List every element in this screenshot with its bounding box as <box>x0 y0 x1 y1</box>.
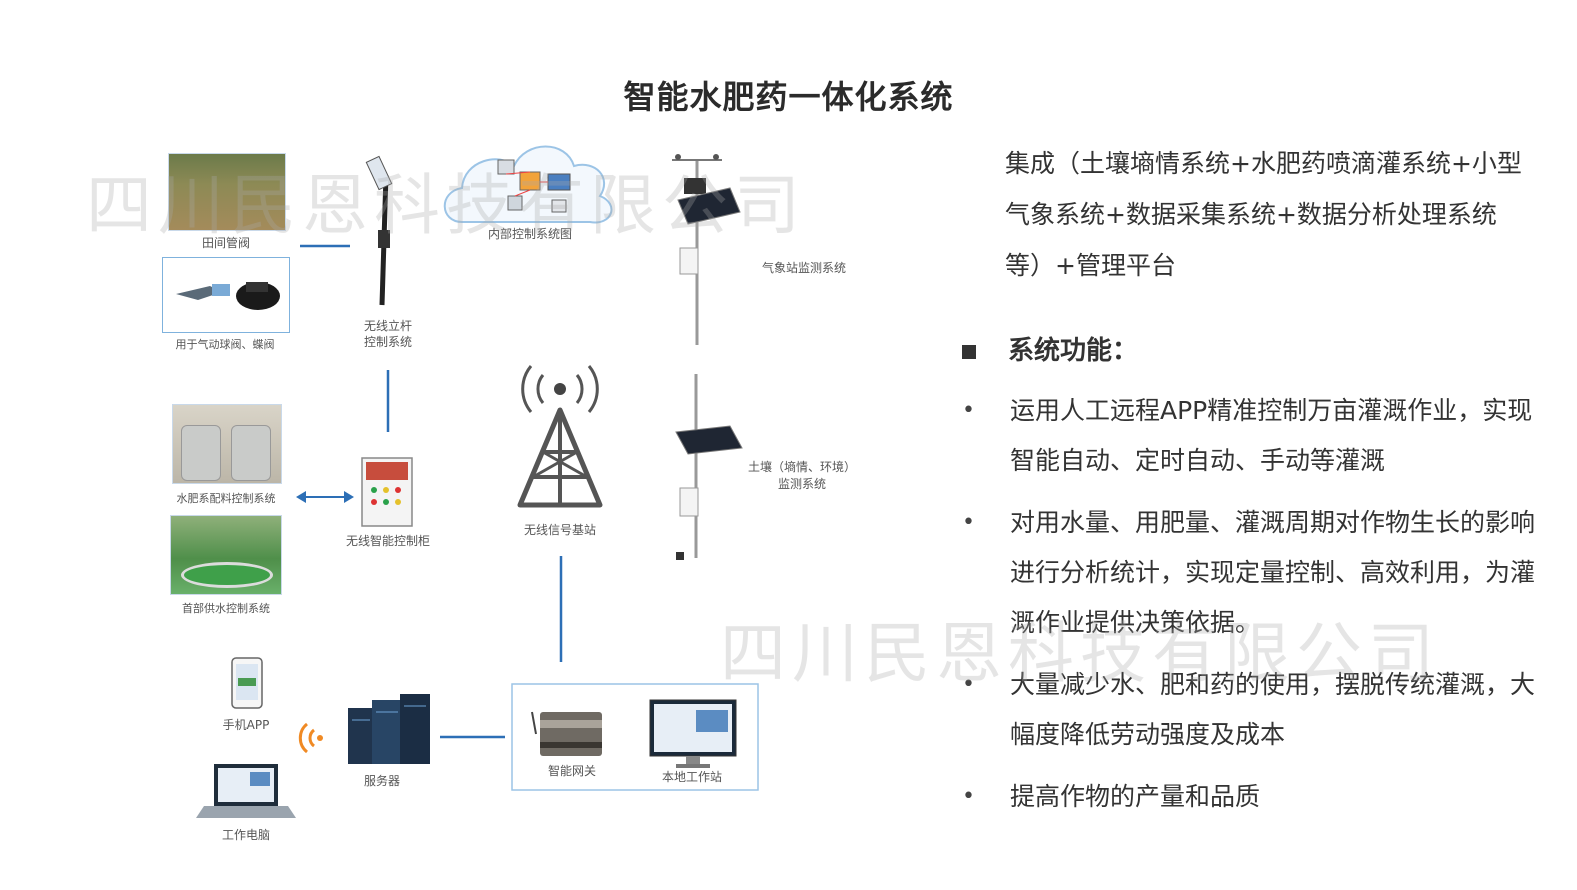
function-item: • 对用水量、用肥量、灌溉周期对作物生长的影响进行分析统计，实现定量控制、高效利… <box>962 498 1542 648</box>
system-intro: 集成（土壤墒情系统+水肥药喷滴灌系统+小型气象系统+数据采集系统+数据分析处理系… <box>1005 149 1522 280</box>
label-weather-station: 气象站监测系统 <box>761 261 846 275</box>
label-source-water: 首部供水控制系统 <box>182 602 270 615</box>
gateway-icon <box>531 711 602 756</box>
label-work-pc: 工作电脑 <box>221 828 270 842</box>
fertilizer-tanks-photo <box>172 404 282 484</box>
control-cabinet-icon <box>361 457 413 527</box>
label-valve-device: 用于气动球阀、蝶阀 <box>175 338 275 351</box>
bullet-dot-icon: • <box>962 672 975 697</box>
function-text: 提高作物的产量和品质 <box>1010 782 1261 811</box>
function-item: • 大量减少水、肥和药的使用，摆脱传统灌溉，大幅度降低劳动强度及成本 <box>962 660 1542 760</box>
function-text: 对用水量、用肥量、灌溉周期对作物生长的影响进行分析统计，实现定量控制、高效利用，… <box>1010 508 1536 637</box>
label-field-valve: 田间管阀 <box>201 236 250 250</box>
function-text: 运用人工远程APP精准控制万亩灌溉作业，实现智能自动、定时自动、手动等灌溉 <box>1010 396 1533 475</box>
signal-tower-icon <box>517 365 603 508</box>
square-bullet-icon <box>962 344 976 359</box>
functions-list: • 运用人工远程APP精准控制万亩灌溉作业，实现智能自动、定时自动、手动等灌溉 … <box>962 386 1542 834</box>
field-valve-photo <box>168 153 286 231</box>
bullet-dot-icon: • <box>962 510 975 535</box>
function-item: • 运用人工远程APP精准控制万亩灌溉作业，实现智能自动、定时自动、手动等灌溉 <box>962 386 1542 486</box>
laptop-icon <box>196 764 296 818</box>
workstation-icon <box>649 699 737 768</box>
label-wireless-pole: 无线立杆 控制系统 <box>363 319 412 349</box>
bullet-dot-icon: • <box>962 398 975 423</box>
valve-device-frame <box>162 257 290 333</box>
label-phone-app: 手机APP <box>222 718 270 732</box>
label-gateway: 智能网关 <box>547 764 596 778</box>
cloud-internal-control <box>443 145 613 224</box>
bullet-dot-icon: • <box>962 784 975 809</box>
functions-heading: 系统功能： <box>962 330 1138 367</box>
valve-tools-icon <box>176 282 280 310</box>
phone-icon <box>231 657 263 709</box>
label-workstation: 本地工作站 <box>661 770 722 784</box>
label-cabinet: 无线智能控制柜 <box>345 534 430 548</box>
weather-station <box>672 154 741 345</box>
soil-station <box>675 374 743 560</box>
function-text: 大量减少水、肥和药的使用，摆脱传统灌溉，大幅度降低劳动强度及成本 <box>1010 670 1536 749</box>
label-internal-control: 内部控制系统图 <box>487 227 572 241</box>
source-water-photo <box>170 515 282 595</box>
label-soil-system: 土壤（墒情、环境） 监测系统 <box>747 460 856 491</box>
system-diagram: 田间管阀 用于气动球阀、蝶阀 无线立杆 控制系统 内部控制系统图 气象站监测系统… <box>162 145 856 842</box>
label-server: 服务器 <box>363 774 400 788</box>
connector-lines <box>300 244 563 739</box>
functions-heading-text: 系统功能： <box>1008 336 1139 366</box>
label-fertilizer-system: 水肥系配料控制系统 <box>176 492 276 505</box>
function-item: • 提高作物的产量和品质 <box>962 772 1542 822</box>
double-arrow <box>296 491 354 503</box>
wireless-pole <box>365 155 393 306</box>
wifi-icon <box>298 722 323 754</box>
server-icon <box>348 694 430 764</box>
diagram-graphics <box>176 145 759 818</box>
label-base-station: 无线信号基站 <box>523 523 596 537</box>
page-title: 智能水肥药一体化系统 <box>623 78 954 116</box>
